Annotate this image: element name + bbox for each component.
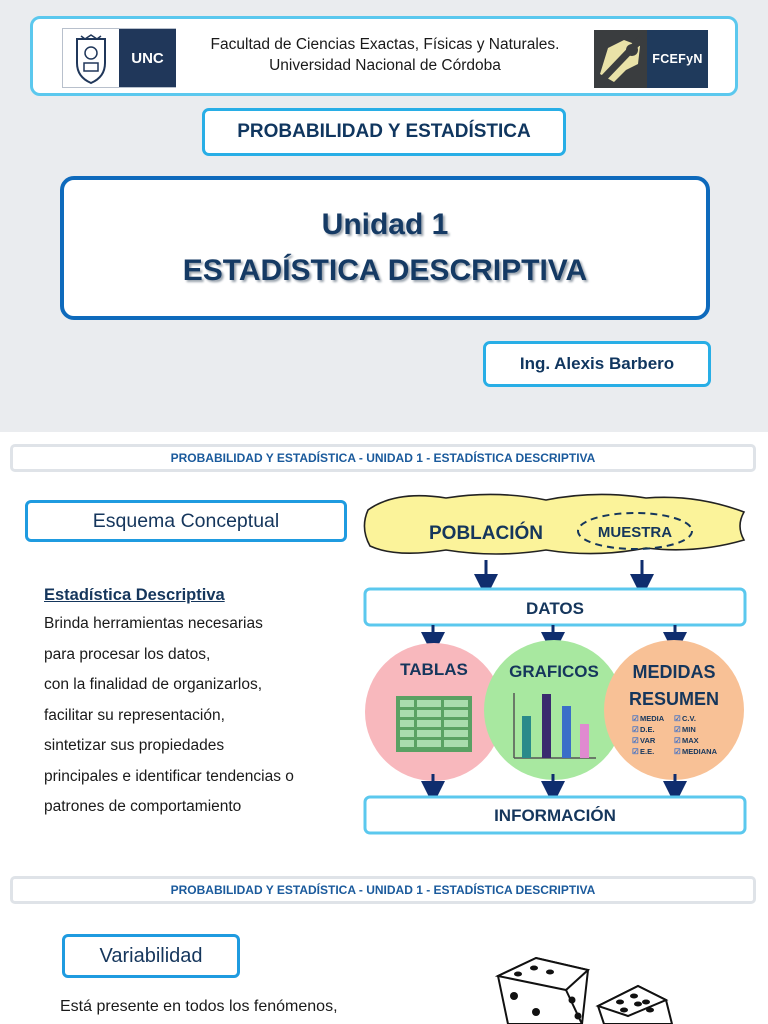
unit-number: Unidad 1 <box>321 208 449 241</box>
author-name: Ing. Alexis Barbero <box>483 341 711 387</box>
section-title: Esquema Conceptual <box>25 500 347 542</box>
checkbox-icon: ☑ <box>632 725 639 734</box>
informacion-box <box>363 795 747 835</box>
datos-box <box>363 587 747 627</box>
unit-title: ESTADÍSTICA DESCRIPTIVA <box>182 254 588 287</box>
description-line: principales e identificar tendencias o <box>44 767 294 785</box>
description-block: Estadística Descriptiva Brinda herramien… <box>44 581 294 823</box>
unc-logo: UNC <box>62 28 176 88</box>
description-line: facilitar su representación, <box>44 706 225 724</box>
fcefyn-logo-label: FCEFyN <box>647 30 708 88</box>
measure-item: E.E. <box>640 747 654 756</box>
graficos-label: GRAFICOS <box>509 662 599 681</box>
description-line: con la finalidad de organizarlos, <box>44 676 262 693</box>
measure-item: MIN <box>682 725 696 734</box>
checkbox-icon: ☑ <box>632 714 639 723</box>
tablas-label: TABLAS <box>400 660 468 679</box>
medidas-label-line1: MEDIDAS <box>632 662 715 682</box>
institution-line-1: Facultad de Ciencias Exactas, Físicas y … <box>210 36 560 53</box>
measure-item: C.V. <box>682 714 696 723</box>
dice-icon <box>494 956 674 1024</box>
description-subtitle: Estadística Descriptiva <box>44 586 225 604</box>
checkbox-icon: ☑ <box>632 747 639 756</box>
measure-item: MEDIANA <box>682 747 718 756</box>
checkbox-icon: ☑ <box>632 736 639 745</box>
institution-line-2: Universidad Nacional de Córdoba <box>269 57 501 74</box>
bar-chart-icon <box>513 693 596 759</box>
muestra-oval <box>577 512 693 550</box>
muestra-label: MUESTRA <box>598 524 672 541</box>
variability-text: Está presente en todos los fenómenos, <box>60 998 338 1015</box>
datos-label: DATOS <box>526 599 584 618</box>
checkbox-icon: ☑ <box>674 725 681 734</box>
measure-item: VAR <box>640 736 656 745</box>
medidas-label-line2: RESUMEN <box>629 689 719 709</box>
poblacion-cloud <box>363 493 746 555</box>
poblacion-label: POBLACIÓN <box>429 522 543 544</box>
informacion-label: INFORMACIÓN <box>494 806 616 825</box>
checkbox-icon: ☑ <box>674 714 681 723</box>
slide-header: PROBABILIDAD Y ESTADÍSTICA - UNIDAD 1 - … <box>10 444 756 472</box>
graficos-circle <box>484 640 624 780</box>
medidas-circle <box>604 640 744 780</box>
description-line: para procesar los datos, <box>44 645 211 663</box>
slide-header: PROBABILIDAD Y ESTADÍSTICA - UNIDAD 1 - … <box>10 876 756 904</box>
description-line: sintetizar sus propiedades <box>44 737 225 754</box>
concept-diagram: POBLACIÓN MUESTRA DATOS TABLAS GR <box>363 493 747 835</box>
description-line: Brinda herramientas necesarias <box>44 615 263 632</box>
measure-item: D.E. <box>640 725 655 734</box>
measure-item: MAX <box>682 736 699 745</box>
description-line: patrones de comportamiento <box>44 798 242 815</box>
unc-logo-label: UNC <box>119 29 176 87</box>
fcefyn-emblem-icon <box>594 30 648 88</box>
unc-seal-icon <box>76 34 106 85</box>
fcefyn-logo: FCEFyN <box>594 30 708 88</box>
course-title: PROBABILIDAD Y ESTADÍSTICA <box>202 108 566 156</box>
spreadsheet-icon <box>396 696 472 752</box>
title-slide: UNC Facultad de Ciencias Exactas, Física… <box>0 0 768 432</box>
unit-title-box: Unidad 1 ESTADÍSTICA DESCRIPTIVA <box>60 176 710 320</box>
section-title: Variabilidad <box>62 934 240 978</box>
checkbox-icon: ☑ <box>674 747 681 756</box>
checkbox-icon: ☑ <box>674 736 681 745</box>
institution-name: Facultad de Ciencias Exactas, Físicas y … <box>180 34 590 76</box>
measure-item: MEDIA <box>640 714 665 723</box>
